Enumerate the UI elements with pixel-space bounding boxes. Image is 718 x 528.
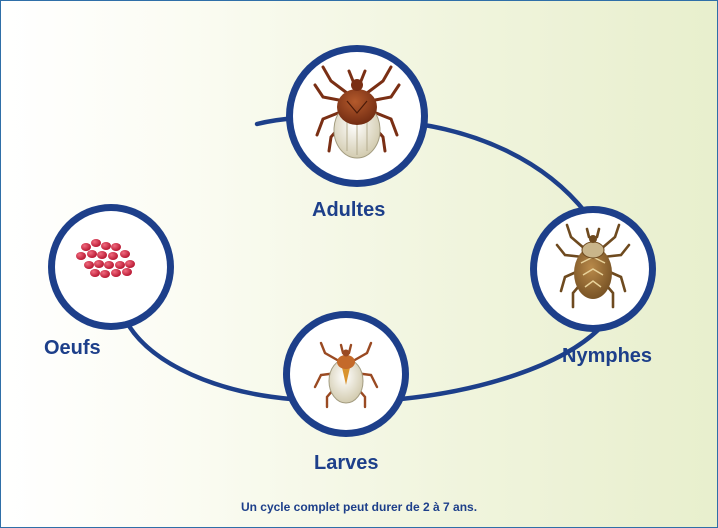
eggs-circle [48, 204, 174, 330]
eggs-label: Oeufs [44, 337, 101, 360]
adults-circle [286, 45, 428, 187]
nymphs-circle [530, 206, 656, 332]
cycle-arc-adults-nymphs [411, 123, 586, 213]
adults-label: Adultes [312, 199, 385, 222]
larvae-circle [283, 311, 409, 437]
nymphs-label: Nymphes [562, 345, 652, 368]
cycle-duration-caption: Un cycle complet peut durer de 2 à 7 ans… [1, 500, 717, 514]
cycle-arc-larvae-eggs [126, 321, 291, 399]
larvae-label: Larves [314, 452, 379, 475]
